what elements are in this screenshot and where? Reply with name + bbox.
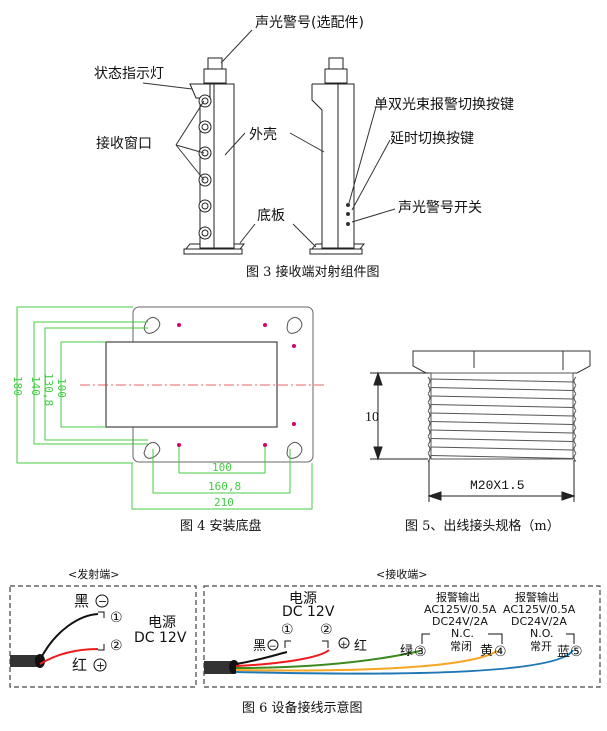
transmitter-power-value: DC 12V	[134, 630, 187, 646]
transmitter-plus: +	[96, 659, 105, 672]
fig3-caption: 图 3 接收端对射组件图	[246, 264, 380, 280]
dim-140: 140	[29, 376, 42, 396]
fig3-leader-lines	[142, 29, 396, 248]
thread-ridge	[427, 376, 577, 386]
receiver-pin5: ⑤	[570, 644, 583, 660]
receiver-green-label: 绿	[400, 644, 413, 659]
receiver-red-label: 红	[354, 638, 367, 654]
label-shell: 外壳	[249, 126, 277, 143]
slot-bottom-left	[143, 441, 161, 459]
transmitter-red-label: 红	[72, 656, 87, 674]
receiver-green-wire	[235, 650, 421, 669]
transmitter-cable	[10, 655, 40, 667]
label-beam-switch-key: 单双光束报警切换按键	[374, 96, 514, 113]
no-output-dc: DC24V/2A	[511, 615, 567, 628]
transmitter-title: <发射端>	[68, 567, 119, 581]
alarm-light-body	[203, 68, 227, 84]
thread-ridge	[427, 419, 577, 428]
receiver-blue-label: 蓝	[557, 645, 570, 660]
right-post	[309, 57, 366, 255]
transmitter-black-wire	[39, 613, 99, 661]
slot-bottom-right	[286, 441, 303, 459]
post-footprint	[105, 341, 278, 428]
gland-hex-nut	[412, 350, 591, 374]
receiver-blue-wire	[235, 649, 574, 675]
no-mode: N.O.	[530, 627, 553, 640]
receiver-yellow-label: 黄	[480, 644, 493, 659]
label-receive-window: 接收窗口	[96, 135, 152, 152]
no-mode-cn: 常开	[530, 640, 552, 653]
fig6-wiring: <发射端> 黑 − ① ② 红 + 电源 DC 12V <接收端> 电源 DC …	[9, 567, 601, 716]
dim-210: 210	[214, 496, 234, 509]
gland-dimension-lines	[370, 371, 576, 502]
thread-ridge	[427, 436, 577, 445]
receiver-power-title: 电源	[289, 591, 317, 607]
receiver-pin2: ②	[320, 622, 333, 638]
fig4-mounting-base: 180 140 130,8 100 100 160,8 210 图 4 安装底盘	[11, 306, 325, 534]
thread-ridge	[427, 444, 577, 454]
fig5-caption: 图 5、出线接头规格（m）	[405, 518, 560, 534]
nc-output-ac: AC125V/0.5A	[424, 603, 497, 616]
receiver-cable	[204, 661, 234, 674]
dim-180: 180	[11, 376, 24, 396]
right-post-buttons	[346, 203, 350, 226]
thread-ridge	[427, 393, 577, 403]
thread-ridge	[427, 385, 577, 394]
receiver-plus: +	[340, 640, 348, 650]
mounting-holes	[177, 323, 296, 447]
label-alarm-light-optional: 声光警号(选配件)	[255, 15, 364, 31]
transmitter-pin1: ①	[110, 610, 123, 626]
nc-output-dc: DC24V/2A	[432, 615, 488, 628]
nc-mode: N.C.	[451, 627, 474, 640]
label-base-plate: 底板	[257, 208, 285, 224]
thread-ridge	[427, 410, 577, 420]
fig6-caption: 图 6 设备接线示意图	[242, 700, 363, 716]
mounting-slots	[143, 316, 303, 459]
label-alarm-switch: 声光警号开关	[398, 200, 482, 216]
fig4-caption: 图 4 安装底盘	[180, 518, 262, 534]
receiver-title: <接收端>	[376, 567, 427, 581]
fig3-receiver-assembly: 声光警号(选配件) 状态指示灯 接收窗口 外壳 底板 单双光束报警切换按键 延时…	[94, 15, 514, 280]
label-status-indicator: 状态指示灯	[94, 66, 164, 82]
label-delay-switch-key: 延时切换按键	[390, 130, 474, 147]
receiver-red-wire	[235, 649, 330, 667]
dimension-lines	[16, 306, 313, 510]
receiver-black-wire	[235, 651, 288, 665]
receiver-pin1: ①	[281, 622, 294, 638]
dim-160-8: 160,8	[208, 480, 241, 493]
receiver-yellow-wire	[235, 650, 498, 672]
alarm-light-cap	[207, 57, 223, 71]
left-post-body	[199, 83, 235, 249]
thread-ridge	[427, 427, 577, 437]
receive-windows	[198, 94, 212, 240]
dim-100-horizontal: 100	[212, 461, 232, 474]
transmitter-box	[9, 585, 197, 688]
no-output-ac: AC125V/0.5A	[503, 603, 576, 616]
gland-height-label: 10	[365, 410, 379, 425]
transmitter-red-wire	[39, 648, 99, 665]
slot-top-right	[286, 316, 303, 334]
gland-thread	[427, 372, 577, 462]
dim-100-vertical: 100	[55, 378, 68, 398]
gland-thread-label: M20X1.5	[470, 478, 525, 493]
transmitter-pin2: ②	[110, 638, 123, 654]
nc-output-title: 报警输出	[436, 590, 480, 604]
transmitter-black-label: 黑	[74, 592, 89, 610]
left-post	[183, 57, 246, 255]
receiver-pin3: ③	[414, 644, 427, 660]
dim-130-8: 130,8	[42, 373, 55, 406]
slot-top-left	[143, 316, 161, 334]
receiver-black-label: 黑	[253, 639, 266, 654]
nc-mode-cn: 常闭	[450, 640, 472, 653]
transmitter-power-title: 电源	[148, 615, 176, 631]
receiver-power-value: DC 12V	[282, 604, 335, 620]
receiver-minus: −	[269, 642, 277, 652]
receiver-pin4: ④	[494, 644, 507, 660]
fig5-cable-gland: 10 M20X1.5 图 5、出线接头规格（m）	[365, 350, 591, 534]
transmitter-minus: −	[98, 595, 107, 608]
no-output-title: 报警输出	[515, 590, 559, 604]
thread-ridge	[427, 402, 577, 411]
